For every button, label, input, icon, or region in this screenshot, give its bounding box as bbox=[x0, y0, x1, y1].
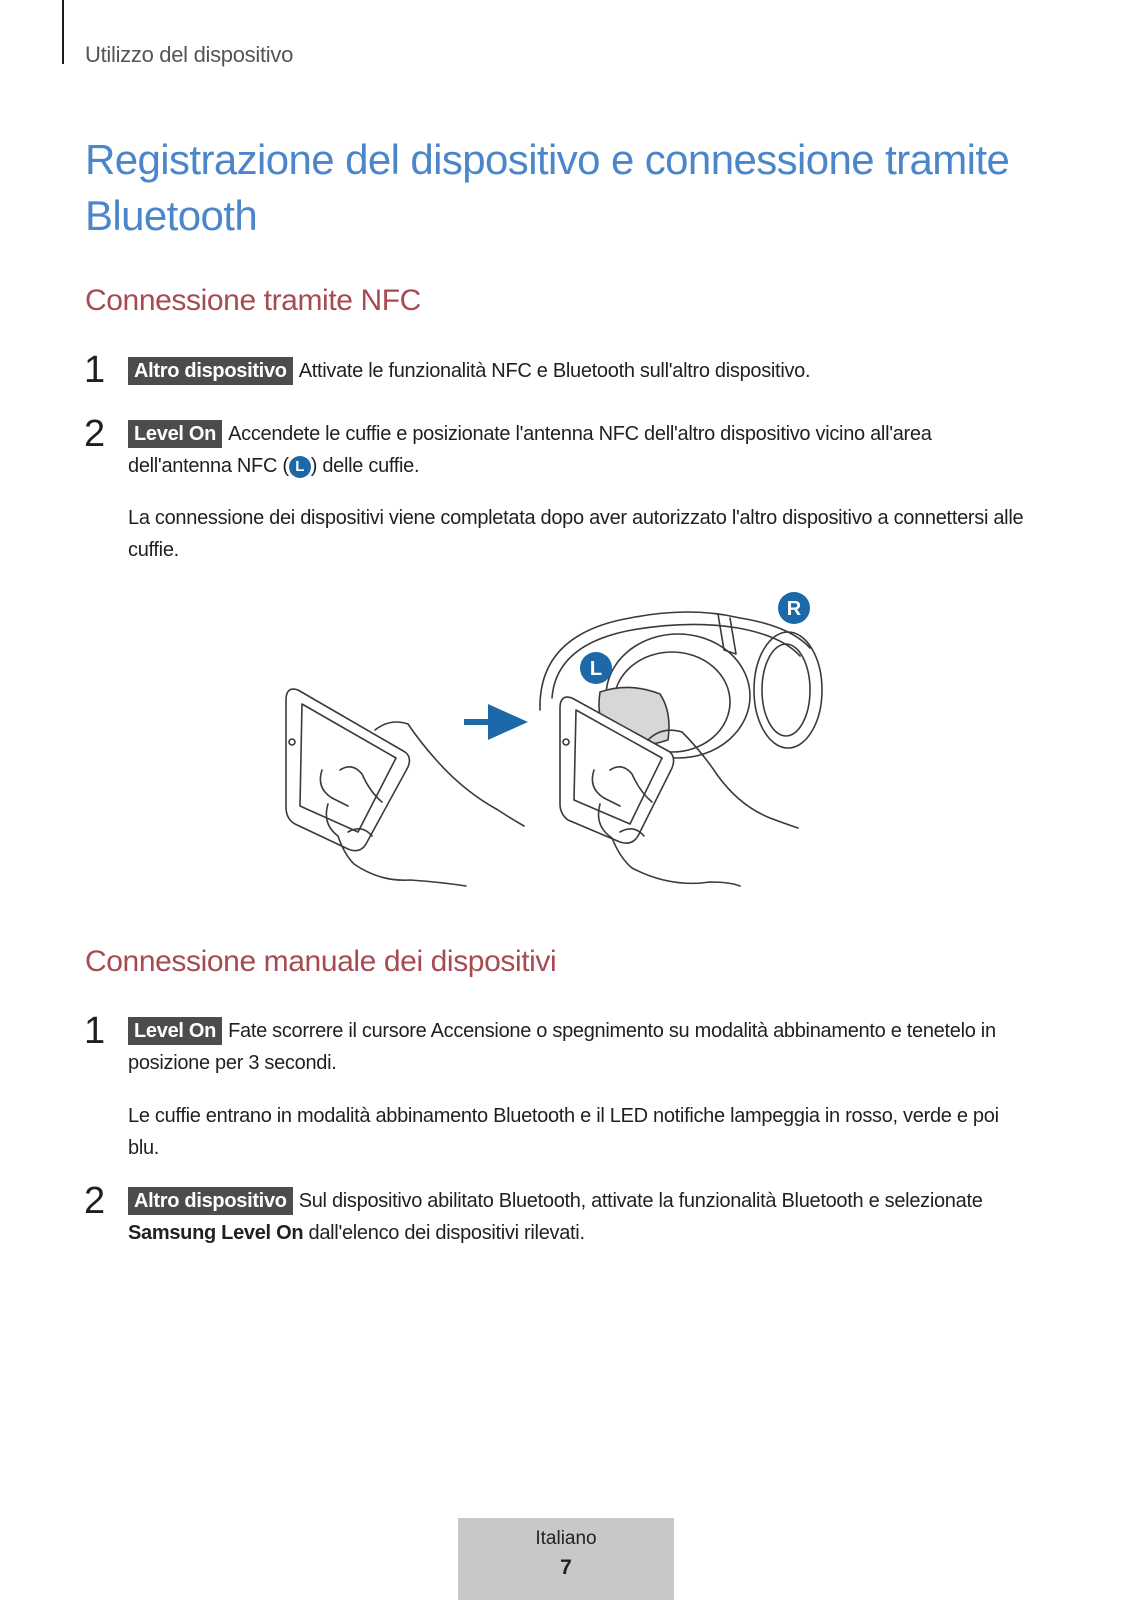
section-header: Utilizzo del dispositivo bbox=[85, 42, 293, 67]
manual-heading: Connessione manuale dei dispositivi bbox=[85, 945, 557, 978]
step-tag: Altro dispositivo bbox=[128, 357, 293, 385]
manual-step-1-note: Le cuffie entrano in modalità abbinament… bbox=[128, 1105, 999, 1159]
svg-text:R: R bbox=[787, 598, 802, 620]
footer-language: Italiano bbox=[535, 1528, 597, 1549]
nfc-illustration: L R bbox=[285, 592, 823, 887]
step-text: Accendete le cuffie e posizionate l'ante… bbox=[128, 423, 932, 477]
nfc-step-2-note: La connessione dei dispositivi viene com… bbox=[128, 507, 1024, 561]
hand-right-icon bbox=[591, 729, 799, 887]
step-text: Fate scorrere il cursore Accensione o sp… bbox=[128, 1020, 996, 1074]
svg-text:L: L bbox=[590, 658, 602, 680]
hand-left-icon bbox=[319, 721, 525, 887]
manual-step-1-number: 1 bbox=[84, 1010, 106, 1052]
device-name: Samsung Level On bbox=[128, 1222, 304, 1244]
header-rule bbox=[62, 0, 64, 64]
step-text: Sul dispositivo abilitato Bluetooth, att… bbox=[298, 1190, 983, 1212]
step-text-end: dall'elenco dei dispositivi rilevati. bbox=[303, 1222, 586, 1244]
r-marker-icon: R bbox=[778, 592, 810, 624]
l-marker-icon: L bbox=[580, 652, 612, 684]
nfc-step-2-number: 2 bbox=[84, 413, 106, 455]
step-text-end: ) delle cuffie. bbox=[310, 455, 420, 477]
nfc-step-1-number: 1 bbox=[84, 349, 106, 391]
manual-step-2-number: 2 bbox=[84, 1180, 106, 1222]
phone-right-icon bbox=[559, 696, 675, 844]
page-title: Registrazione del dispositivo e connessi… bbox=[85, 136, 1010, 239]
step-tag: Level On bbox=[128, 420, 223, 448]
phone-left-icon bbox=[285, 688, 411, 852]
page-number: 7 bbox=[560, 1556, 572, 1579]
step-tag: Altro dispositivo bbox=[128, 1187, 293, 1215]
page-footer: Italiano 7 bbox=[458, 1518, 674, 1600]
step-text: Attivate le funzionalità NFC e Bluetooth… bbox=[298, 360, 811, 382]
arrow-right-icon bbox=[464, 704, 528, 740]
nfc-heading: Connessione tramite NFC bbox=[85, 284, 421, 317]
l-badge-icon: L bbox=[288, 455, 311, 478]
step-tag: Level On bbox=[128, 1017, 223, 1045]
